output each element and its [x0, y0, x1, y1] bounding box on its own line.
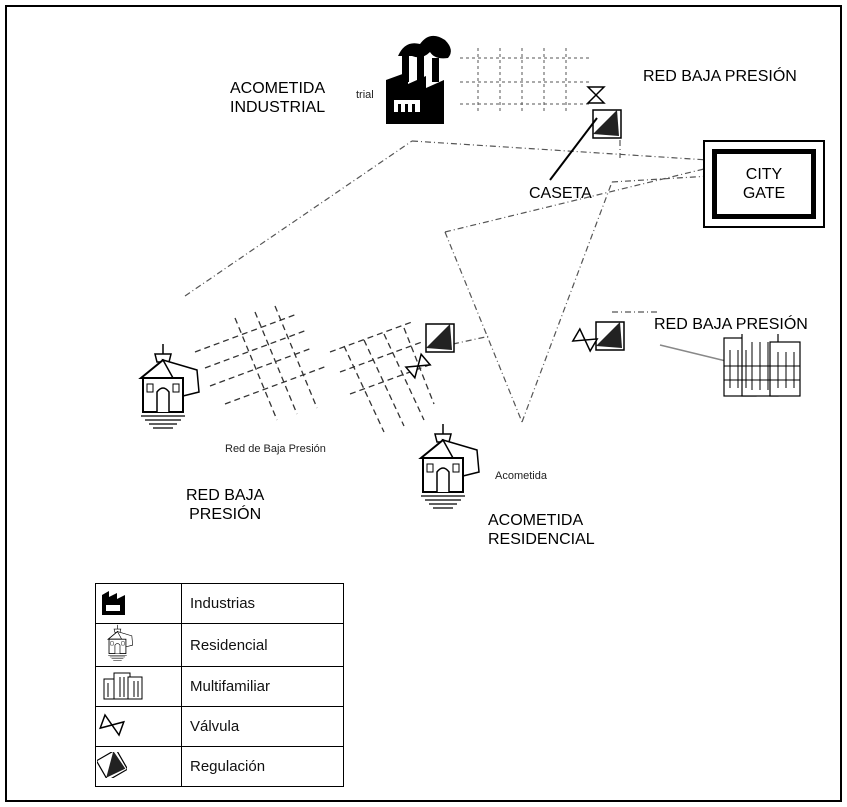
apartment-icon — [723, 329, 801, 397]
multifamily-valve-icon — [572, 328, 598, 352]
house-icon — [107, 624, 134, 661]
legend-row: Multifamiliar — [95, 666, 344, 707]
legend-icon-cell — [95, 666, 182, 707]
red-baja-presion-right-label: RED BAJA PRESIÓN — [654, 315, 808, 334]
acometida-small-label: Acometida — [495, 470, 547, 482]
multifamily-regulator-icon — [595, 321, 625, 351]
legend-row: Residencial — [95, 623, 344, 667]
legend-label: Regulación — [181, 746, 344, 787]
legend-icon-cell — [95, 623, 182, 667]
legend-table: Industrias Residencial Multifamiliar Vál… — [95, 583, 344, 787]
apartment-icon — [103, 672, 143, 699]
caseta-label: CASETA — [529, 185, 592, 202]
valve-icon — [99, 713, 125, 736]
industrial-grid — [460, 48, 590, 114]
factory-icon — [386, 35, 451, 124]
legend-icon-cell — [95, 583, 182, 624]
caseta-valve-icon — [586, 86, 606, 104]
regulator-icon — [95, 748, 129, 781]
residential-regulator-icon — [425, 323, 455, 353]
legend-row: Industrias — [95, 583, 344, 624]
legend-label: Residencial — [181, 623, 344, 667]
legend-icon-cell — [95, 706, 182, 747]
caseta-pointer — [549, 117, 598, 181]
house-center-icon — [420, 423, 480, 509]
factory-icon — [102, 590, 125, 615]
legend-label: Válvula — [181, 706, 344, 747]
legend-row: Regulación — [95, 746, 344, 787]
legend-row: Válvula — [95, 706, 344, 747]
caseta-regulator-icon — [592, 109, 622, 139]
residential-valve-icon — [405, 353, 431, 379]
house-left-icon — [140, 343, 200, 429]
connector-line — [659, 344, 731, 363]
network-lines — [184, 140, 711, 423]
industrial-small-label: trial — [356, 89, 374, 101]
red-baja-presion-left-label: RED BAJA PRESIÓN — [186, 486, 265, 524]
legend-label: Industrias — [181, 583, 344, 624]
residential-grid — [194, 305, 435, 433]
acometida-residencial-label: ACOMETIDA RESIDENCIAL — [488, 511, 595, 549]
red-de-baja-presion-small-label: Red de Baja Presión — [225, 443, 326, 455]
acometida-industrial-label: ACOMETIDA INDUSTRIAL — [230, 79, 326, 117]
legend-icon-cell — [95, 746, 182, 787]
city-gate-label: CITY GATE — [712, 149, 816, 219]
legend-label: Multifamiliar — [181, 666, 344, 707]
red-baja-presion-top-label: RED BAJA PRESIÓN — [643, 67, 797, 86]
